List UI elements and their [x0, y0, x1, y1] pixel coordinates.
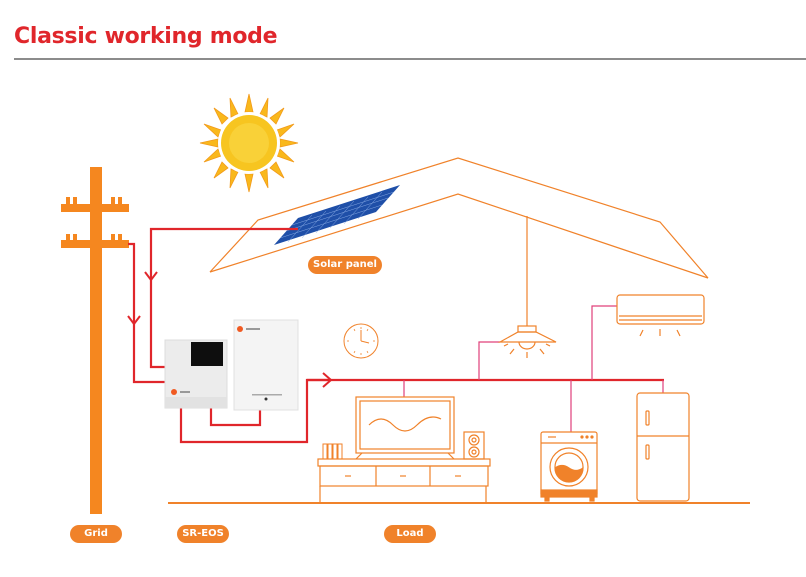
page-title: Classic working mode: [14, 24, 278, 49]
load-branch-wires: [403, 305, 664, 432]
books-icon: [322, 443, 343, 460]
solar-panel-label: Solar panel: [308, 256, 382, 274]
load-label: Load: [384, 525, 436, 543]
title-divider: [14, 58, 806, 60]
house-roof: [209, 157, 709, 279]
battery-icon: [233, 319, 299, 411]
grid-label: Grid: [70, 525, 122, 543]
solar-panel-icon: [274, 185, 400, 245]
refrigerator-icon: [636, 392, 690, 502]
sun-icon: [199, 93, 299, 193]
grid-pole-icon: [61, 167, 129, 514]
ceiling-lamp-icon: [497, 216, 557, 358]
television-icon: [355, 396, 455, 460]
washing-machine-icon: [540, 431, 598, 502]
arrow-icon: [127, 271, 333, 388]
tv-cabinet-icon: [317, 458, 491, 502]
clock-icon: [343, 323, 379, 359]
air-conditioner-icon: [616, 294, 705, 337]
inverter-icon: [164, 339, 228, 409]
system-label: SR-EOS: [177, 525, 229, 543]
power-wires: [128, 227, 664, 444]
speaker-icon: [463, 431, 485, 460]
